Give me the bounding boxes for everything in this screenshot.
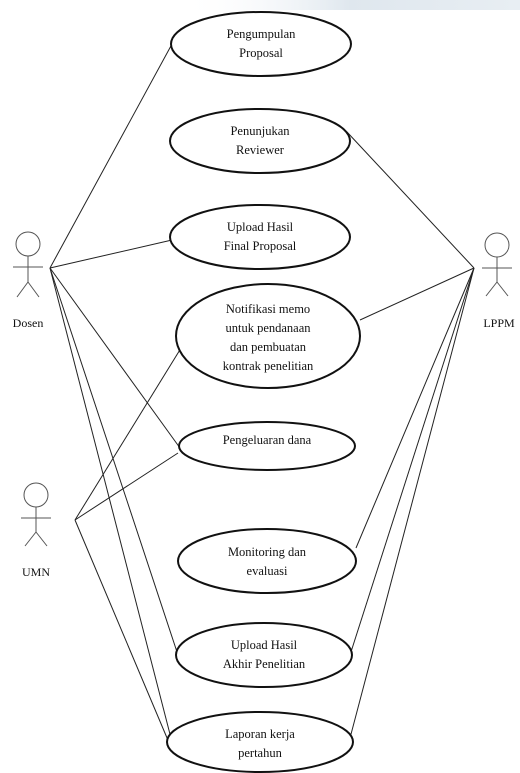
association-line (355, 267, 475, 549)
stick-figure-icon (13, 231, 43, 298)
use-case-upload-hasil-akhir-penelitian: Upload Hasil Akhir Penelitian (175, 622, 353, 688)
use-case-label-line: Monitoring dan (228, 545, 307, 559)
use-case-ellipse (166, 711, 354, 773)
association-line (74, 339, 187, 521)
use-case-label-line: Akhir Penelitian (223, 657, 306, 671)
use-case-label-line: kontrak penelitian (223, 359, 314, 373)
use-case-label-line: untuk pendanaan (225, 321, 311, 335)
actor-umn: UMN (21, 482, 51, 579)
use-case-pengeluaran-dana: Pengeluaran dana (178, 421, 356, 471)
use-case-upload-hasil-final-proposal: Upload Hasil Final Proposal (169, 204, 351, 270)
use-case-ellipse (175, 283, 361, 389)
actor-dosen: Dosen (13, 231, 44, 330)
use-case-penunjukan-reviewer: Penunjukan Reviewer (169, 108, 351, 174)
use-case-label-line: evaluasi (247, 564, 288, 578)
use-case-ellipse (169, 204, 351, 270)
association-line (74, 452, 179, 521)
actor-label: UMN (22, 565, 50, 579)
use-case-label-line: Laporan kerja (225, 727, 295, 741)
actor-label: LPPM (483, 316, 515, 330)
association-line (49, 267, 181, 449)
dosen-associations (49, 43, 181, 743)
association-line (49, 267, 173, 743)
association-line (346, 131, 475, 269)
association-line (49, 267, 179, 656)
use-case-label-line: Upload Hasil (231, 638, 298, 652)
use-case-laporan-kerja-pertahun: Laporan kerja pertahun (166, 711, 354, 773)
use-case-pengumpulan-proposal: Pengumpulan Proposal (170, 11, 352, 77)
association-line (49, 43, 173, 269)
actor-label: Dosen (13, 316, 44, 330)
stick-figure-icon (482, 232, 512, 297)
use-case-label-line: Upload Hasil (227, 220, 294, 234)
use-case-ellipse (178, 421, 356, 471)
use-case-label-line: Penunjukan (230, 124, 290, 138)
use-case-ellipse (177, 528, 357, 594)
use-case-label-line: pertahun (238, 746, 282, 760)
association-line (74, 519, 171, 746)
association-line (349, 267, 475, 656)
use-case-ellipse (170, 11, 352, 77)
association-line (359, 267, 475, 321)
umn-associations (74, 339, 187, 746)
use-case-ellipse (169, 108, 351, 174)
use-case-monitoring-evaluasi: Monitoring dan evaluasi (177, 528, 357, 594)
use-case-label-line: Pengeluaran dana (223, 433, 312, 447)
use-case-label-line: Notifikasi memo (226, 302, 310, 316)
use-case-label-line: Pengumpulan (227, 27, 296, 41)
use-case-label-line: Proposal (239, 46, 283, 60)
top-band (180, 0, 520, 10)
actor-lppm: LPPM (482, 232, 515, 330)
use-case-ellipse (175, 622, 353, 688)
use-case-label-line: dan pembuatan (230, 340, 307, 354)
association-line (49, 239, 173, 269)
stick-figure-icon (21, 482, 51, 547)
lppm-associations (346, 131, 475, 739)
association-line (349, 267, 475, 739)
use-case-label-line: Reviewer (236, 143, 285, 157)
use-case-notifikasi-memo: Notifikasi memo untuk pendanaan dan pemb… (175, 283, 361, 389)
use-case-label-line: Final Proposal (224, 239, 297, 253)
